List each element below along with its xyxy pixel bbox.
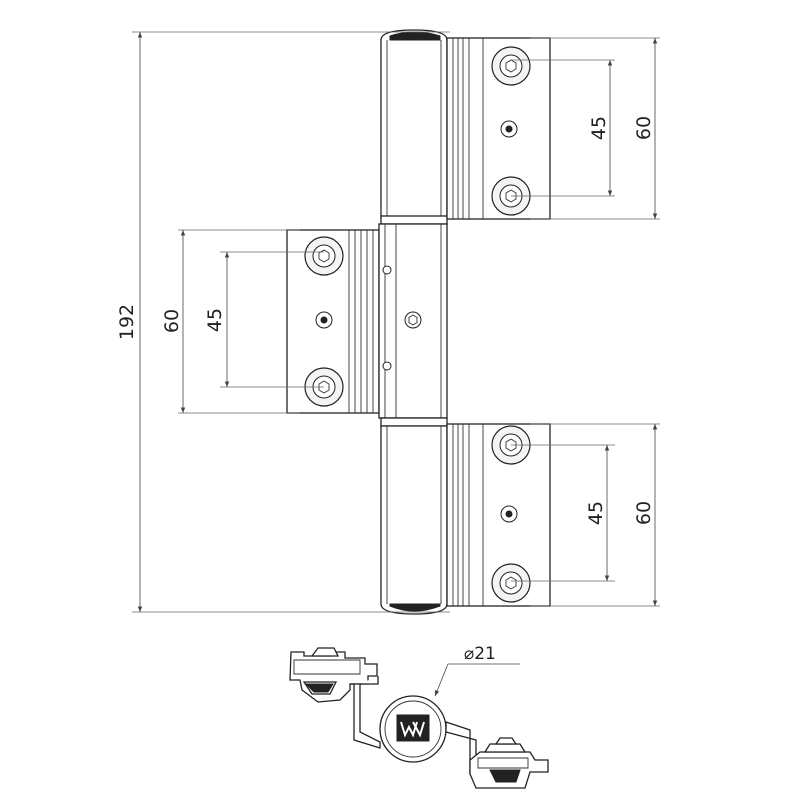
upper-leaf-height-label: 60 bbox=[633, 116, 655, 140]
lower-leaf-hole-spacing-label: 45 bbox=[585, 501, 607, 525]
middle-knuckle-pin-icon bbox=[404, 311, 422, 329]
lower-knuckle bbox=[380, 417, 448, 615]
middle-leaf-screw-top-icon bbox=[304, 236, 344, 276]
upper-leaf-hole-spacing-label: 45 bbox=[588, 116, 610, 140]
lower-leaf-screw-bottom-icon bbox=[491, 563, 531, 603]
hinge-barrel-section bbox=[379, 695, 447, 763]
middle-leaf-adjust-screw-icon bbox=[315, 311, 333, 329]
brand-logo-icon bbox=[396, 714, 430, 742]
diameter-leader: ⌀21 bbox=[434, 644, 520, 697]
section-left-screw-icon bbox=[302, 647, 340, 695]
lower-leaf bbox=[446, 423, 551, 607]
dimension-lines bbox=[132, 31, 660, 613]
lower-leaf-height-label: 60 bbox=[633, 501, 655, 525]
middle-leaf-height-label: 60 bbox=[161, 309, 183, 333]
pin-diameter-label: ⌀21 bbox=[464, 644, 496, 664]
overall-height-label: 192 bbox=[116, 304, 138, 340]
hinge-front-view bbox=[286, 29, 551, 615]
dimension-labels: 192 45 60 60 45 45 60 bbox=[116, 116, 655, 525]
upper-leaf-screw-top-icon bbox=[491, 46, 531, 86]
hinge-section-view: ⌀21 bbox=[289, 644, 549, 789]
middle-leaf bbox=[286, 229, 380, 414]
upper-knuckle bbox=[380, 29, 448, 225]
middle-knuckle bbox=[378, 223, 448, 419]
lower-leaf-adjust-screw-icon bbox=[500, 505, 518, 523]
section-right-screw-icon bbox=[483, 737, 527, 783]
upper-leaf bbox=[446, 37, 551, 220]
upper-leaf-adjust-screw-icon bbox=[500, 120, 518, 138]
middle-leaf-hole-spacing-label: 45 bbox=[204, 308, 226, 332]
